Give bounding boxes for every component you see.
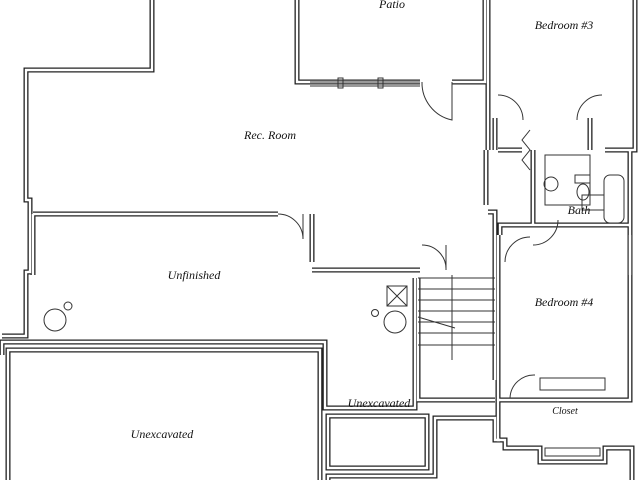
room-label-closet: Closet xyxy=(552,406,578,417)
bedroom3-door-swings xyxy=(497,94,603,121)
wall-unexcavated-small xyxy=(325,413,430,471)
staircase xyxy=(417,275,495,360)
wall-lower-right xyxy=(325,415,500,480)
closet-bay-window xyxy=(544,447,601,457)
fixtures xyxy=(43,77,625,457)
wall-rec-room-south xyxy=(30,211,278,275)
wall-patio xyxy=(294,0,488,85)
toilet-tank xyxy=(574,174,591,184)
sump-drain xyxy=(63,301,73,311)
sump-pit xyxy=(43,308,67,332)
unfinished-door-swing xyxy=(277,213,304,240)
window-mullion xyxy=(377,77,384,89)
wall-stair xyxy=(415,278,495,403)
floor-drain xyxy=(371,309,379,317)
room-label-unfinished: Unfinished xyxy=(167,268,221,282)
wall-bath xyxy=(497,150,633,275)
toilet-bowl xyxy=(576,183,590,201)
water-heater xyxy=(383,310,407,334)
closet-door-swing xyxy=(509,374,536,399)
room-label-bedroom-4: Bedroom #4 xyxy=(534,295,594,309)
room-label-rec-room: Rec. Room xyxy=(244,128,296,142)
window-mullion xyxy=(337,77,344,89)
bath-door-swings xyxy=(504,219,559,263)
room-label-bath: Bath xyxy=(567,203,591,217)
wall-rec-room-west xyxy=(2,0,155,339)
wall-unfinished-east xyxy=(309,214,420,273)
furnace-cross xyxy=(386,285,408,307)
bifold-door xyxy=(521,129,531,171)
furnace xyxy=(386,285,408,307)
stair-door-swing xyxy=(421,244,447,271)
room-label-unexcavated-large: Unexcavated xyxy=(130,427,194,441)
linen-closet xyxy=(544,154,591,206)
wall-bedroom4 xyxy=(495,235,635,480)
sink xyxy=(543,176,559,192)
wall-bedroom3-south xyxy=(492,118,593,153)
patio-door-swing xyxy=(421,81,453,121)
room-label-bedroom-3: Bedroom #3 xyxy=(534,18,594,32)
wall-unexcavated-large xyxy=(5,347,323,480)
room-label-patio: Patio xyxy=(379,0,405,11)
closet-shelf xyxy=(539,377,606,391)
bathtub xyxy=(603,174,625,224)
room-label-unexcavated-small: Unexcavated xyxy=(347,396,411,410)
